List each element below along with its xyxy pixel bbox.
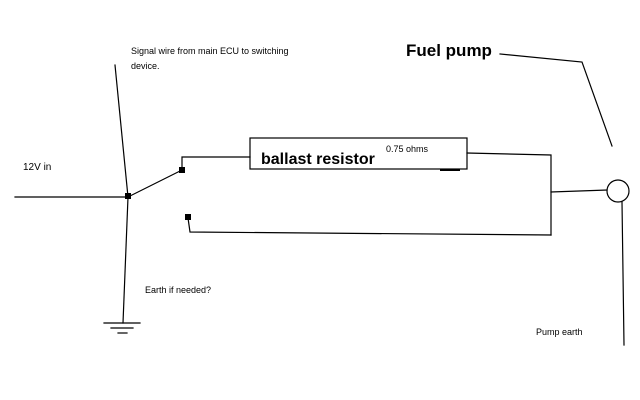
signal-wire-label-line2: device. bbox=[131, 61, 160, 71]
switch-upper-contact bbox=[179, 167, 185, 173]
bypass-wire bbox=[187, 217, 552, 236]
pump-feed-wire bbox=[550, 189, 608, 193]
pump-earth-label: Pump earth bbox=[536, 327, 583, 337]
ballast-resistor-label: ballast resistor bbox=[261, 151, 375, 168]
fuel-pump-leader bbox=[499, 53, 613, 147]
resistor-mark bbox=[440, 169, 460, 171]
switch-pivot-contact bbox=[125, 193, 131, 199]
signal-wire bbox=[114, 64, 129, 198]
resistance-value-label: 0.75 ohms bbox=[386, 144, 429, 154]
fuel-pump-symbol bbox=[606, 179, 630, 203]
signal-wire-label-line1: Signal wire from main ECU to switching bbox=[131, 46, 289, 56]
pump-earth-wire bbox=[621, 201, 625, 346]
upper-branch-wire bbox=[181, 156, 251, 171]
earth-wire bbox=[122, 196, 129, 324]
twelve-v-in-label: 12V in bbox=[23, 162, 52, 173]
switch-arm bbox=[127, 169, 183, 198]
resistor-output-wire bbox=[466, 152, 552, 236]
fuel-pump-label: Fuel pump bbox=[406, 41, 492, 60]
switch-lower-contact bbox=[185, 214, 191, 220]
earth-if-needed-label: Earth if needed? bbox=[145, 285, 212, 295]
